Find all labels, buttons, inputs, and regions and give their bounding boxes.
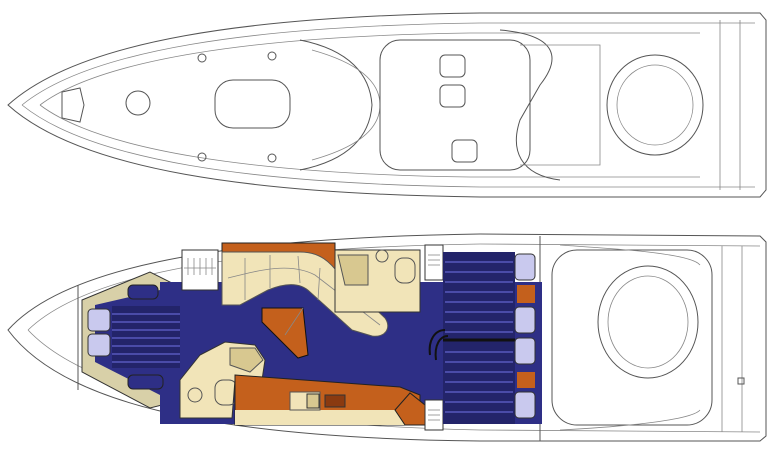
lower-deck-plan [7, 233, 767, 442]
deck-fitting [267, 51, 277, 61]
aft-cabin [424, 244, 536, 431]
salon-settee [221, 251, 389, 337]
cockpit-sunpad [606, 54, 704, 156]
pillow [514, 337, 536, 365]
shower-tray [229, 347, 264, 373]
radar-arch [499, 29, 561, 181]
helm-seat [439, 54, 466, 78]
aft-cabin-steps [428, 329, 449, 361]
bedside-cabinet [517, 285, 535, 303]
transom-fitting [737, 377, 745, 385]
windscreen-inner [311, 49, 381, 161]
cockpit-console [379, 39, 531, 171]
settee-seams [227, 255, 381, 326]
pillow [87, 308, 111, 332]
forward-steps [181, 249, 219, 291]
helm-seat [439, 84, 466, 108]
cockpit-sunpad [597, 265, 699, 379]
pillow [514, 391, 536, 419]
radar-arch [559, 244, 701, 431]
windscreen [299, 39, 373, 171]
deck-fitting [197, 152, 207, 162]
deck-fitting [197, 53, 207, 63]
basin [375, 249, 389, 263]
bow-hatch [61, 87, 85, 123]
helm-seat [451, 139, 478, 163]
salon-table [261, 307, 309, 359]
table-fold [284, 307, 304, 336]
cockpit-sunpad-inner [616, 64, 694, 146]
pillow [87, 333, 111, 357]
pillow [514, 253, 536, 281]
deck-fitting [267, 153, 277, 163]
deck-hatch [214, 79, 291, 129]
galley-floor-strip [235, 410, 415, 425]
forward-berth [87, 284, 180, 390]
deck-gunwale-line [21, 22, 755, 188]
bedside-cabinet [517, 372, 535, 388]
cockpit-seating [551, 249, 713, 426]
basin [187, 387, 203, 403]
deck-hull-outline [7, 12, 767, 198]
shower-tray [337, 254, 369, 286]
transom [721, 246, 743, 432]
toilet [394, 257, 416, 284]
lower-hull-outline [7, 233, 767, 442]
deck-fitting [125, 90, 151, 116]
deck-inner-line [39, 32, 700, 178]
transom [719, 20, 741, 190]
deck-plan [7, 12, 767, 198]
cockpit-seating [520, 44, 601, 166]
galley-sink [306, 393, 320, 409]
galley-hob [324, 394, 346, 408]
pillow [514, 306, 536, 334]
cockpit-sunpad-inner [607, 275, 689, 369]
